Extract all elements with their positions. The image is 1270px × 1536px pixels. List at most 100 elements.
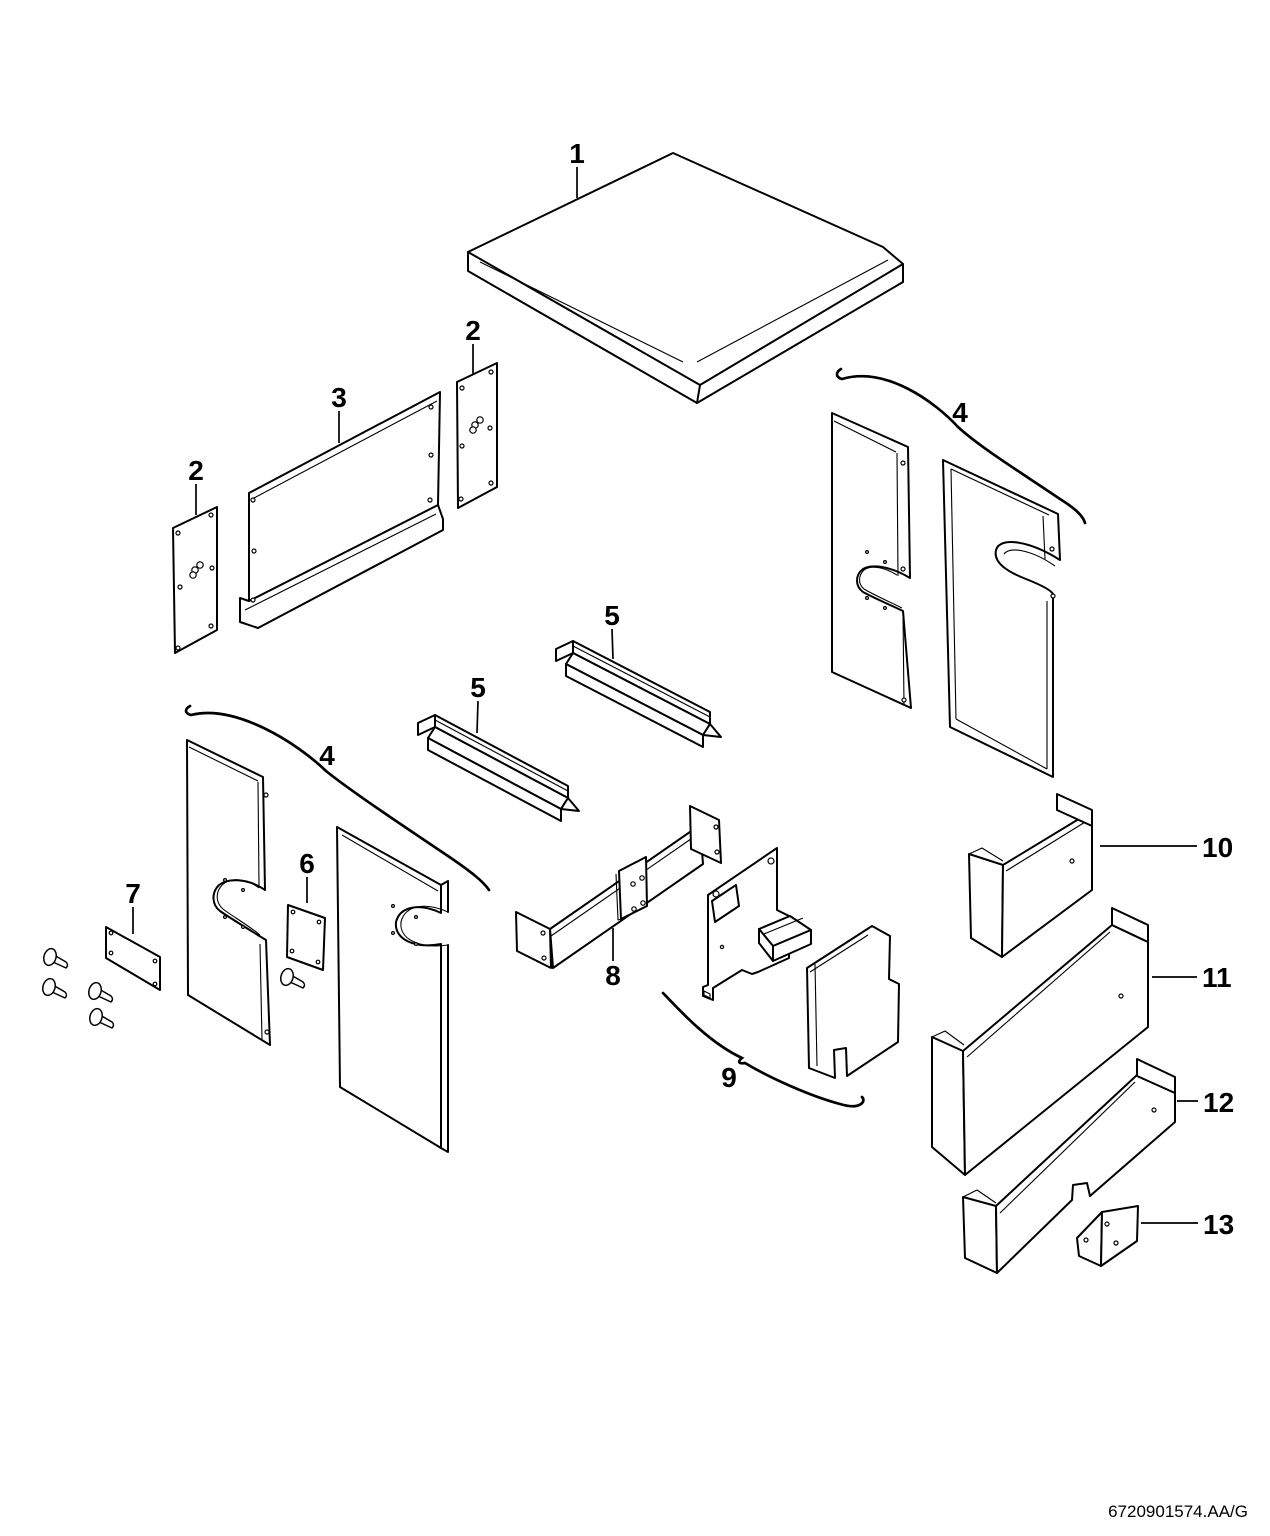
plate-face xyxy=(172,506,218,654)
edge-fold-line xyxy=(896,452,899,577)
rail-fold-line xyxy=(434,719,569,792)
top-fold-line xyxy=(966,931,1111,1058)
screw-head xyxy=(42,977,56,997)
rail-end-tab xyxy=(555,640,574,662)
callout-7-label: 7 xyxy=(125,878,141,909)
panel-silhouette xyxy=(942,459,1061,778)
callout-4-right-brace xyxy=(835,367,1087,525)
callout-5-upper-label: 5 xyxy=(604,600,620,631)
edge-thickness xyxy=(440,880,449,913)
slotted-panel-back xyxy=(336,826,449,1153)
rivet-dot xyxy=(241,924,246,929)
screw-mark xyxy=(251,548,257,554)
rim-corner-edge xyxy=(696,384,701,404)
top-fold-line xyxy=(1005,818,1091,872)
callout-5-lower: 5 xyxy=(470,672,486,734)
hole xyxy=(1113,1240,1119,1246)
screw-fastener xyxy=(43,947,69,969)
screw-hole xyxy=(712,890,720,898)
part-5-rail-lower xyxy=(417,714,580,822)
screw-mark xyxy=(900,566,906,572)
callout-2-right-label: 2 xyxy=(465,315,481,346)
screw-mark xyxy=(209,565,215,571)
callout-4-left-brace xyxy=(184,704,491,892)
rail-fold-line xyxy=(572,645,711,718)
slot-fold-line xyxy=(1003,549,1056,567)
block-silhouette xyxy=(806,925,900,1079)
top-fold-line xyxy=(833,420,897,453)
rivet-dot xyxy=(223,914,228,919)
edge-fold-line xyxy=(257,781,260,887)
rivet-dot xyxy=(223,877,228,882)
top-face xyxy=(467,152,904,386)
plate-face xyxy=(286,904,326,971)
hole xyxy=(713,824,719,830)
screw-mark xyxy=(264,1029,270,1035)
rivet-dot xyxy=(241,887,246,892)
screw-fasteners xyxy=(42,947,306,1029)
screw-mark xyxy=(1049,546,1055,552)
hole xyxy=(1083,1237,1089,1243)
top-fold-line xyxy=(251,400,438,500)
part-6-square-plate xyxy=(286,904,326,971)
callout-5-lower-leader xyxy=(476,700,479,734)
spacer-block-panel xyxy=(806,925,900,1079)
screw-fastener xyxy=(88,981,114,1003)
end-cap xyxy=(931,1036,966,1176)
callout-2-left: 2 xyxy=(188,455,204,515)
panel-face xyxy=(1001,810,1093,958)
slotted-panel-front xyxy=(831,412,912,709)
hole xyxy=(540,930,546,936)
callout-5-upper-leader xyxy=(611,628,614,660)
callout-5-lower-label: 5 xyxy=(470,672,486,703)
hole xyxy=(630,881,636,887)
screw-mark xyxy=(459,385,465,391)
callout-12: 12 xyxy=(1177,1087,1234,1118)
rail-end-tip xyxy=(560,797,580,812)
fold-line-left xyxy=(479,261,684,363)
screw-fastener xyxy=(89,1007,115,1029)
screw-mark xyxy=(427,497,433,503)
channel-fold-line xyxy=(244,513,437,611)
screw-mark xyxy=(175,530,181,536)
screw-head xyxy=(43,947,57,967)
callout-11-label: 11 xyxy=(1202,962,1232,993)
top-fold-line xyxy=(999,1081,1136,1214)
screw-mark xyxy=(459,443,465,449)
center-block xyxy=(618,856,648,920)
rail-flange-top xyxy=(427,726,569,810)
slot-fold-line xyxy=(216,879,261,936)
screw-mark xyxy=(488,369,494,375)
hole xyxy=(1069,858,1075,864)
callout-10-label: 10 xyxy=(1202,832,1233,863)
hole xyxy=(108,930,114,936)
part-7-cover-plate xyxy=(105,926,161,991)
rail-end-tab xyxy=(417,714,436,736)
callout-1: 1 xyxy=(569,138,585,198)
part-10-skirt-panel-upper xyxy=(968,793,1093,958)
end-cap xyxy=(962,1196,998,1274)
screw-mark xyxy=(901,697,907,703)
callout-13-label: 13 xyxy=(1203,1209,1234,1240)
callout-8: 8 xyxy=(605,928,621,991)
hole xyxy=(631,906,637,912)
panel-silhouette xyxy=(336,826,442,1149)
edge-fold-line xyxy=(814,963,818,1067)
callout-2-right: 2 xyxy=(465,315,481,374)
fastener-set-symbol xyxy=(469,416,484,434)
hole xyxy=(1104,1221,1110,1227)
callout-3-label: 3 xyxy=(331,382,347,413)
foot-slot xyxy=(703,990,711,999)
part-4-left-panel-pair xyxy=(186,739,449,1153)
end-cap xyxy=(968,853,1004,958)
rail-end-tip xyxy=(702,723,722,738)
hole xyxy=(541,955,547,961)
callout-9: 9 xyxy=(661,991,865,1108)
screw-mark xyxy=(263,792,269,798)
symbol-circle xyxy=(469,426,477,434)
screw-mark xyxy=(250,597,256,603)
screw-head xyxy=(89,1007,103,1027)
symbol-circle xyxy=(189,571,197,579)
rivet-dot xyxy=(391,930,396,935)
cutout-window xyxy=(711,884,740,923)
